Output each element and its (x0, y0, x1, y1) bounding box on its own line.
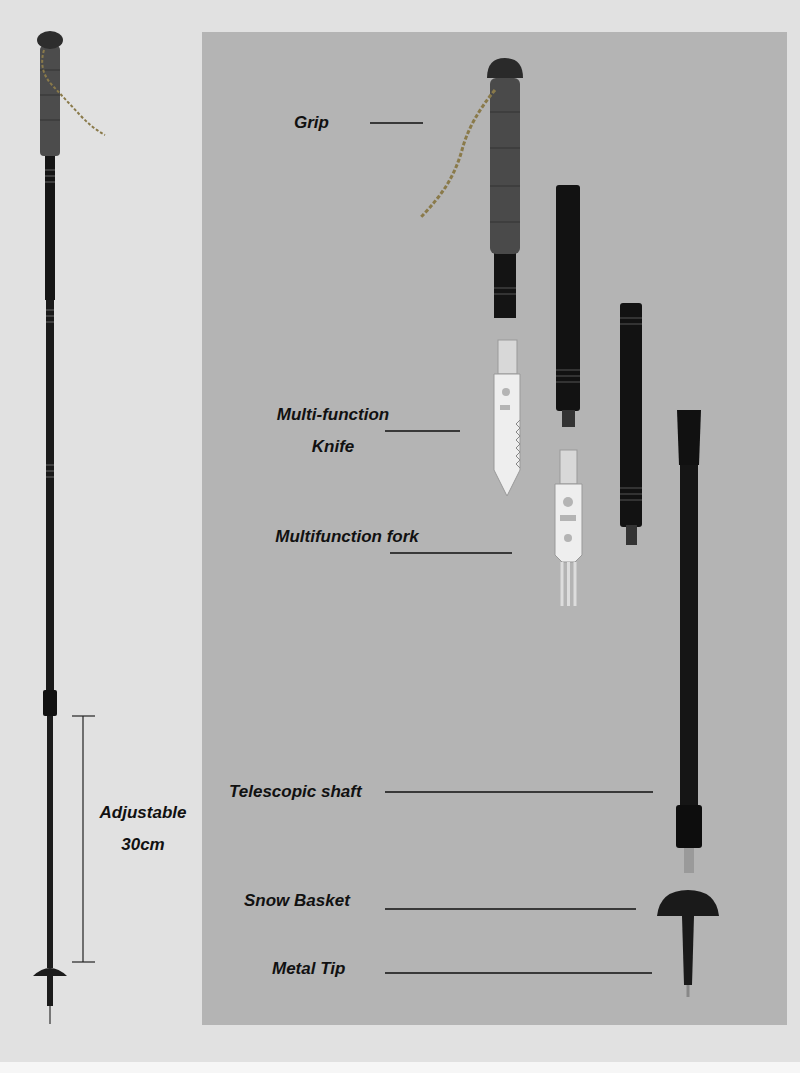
telescopic-shaft (676, 410, 702, 873)
grip-part (420, 58, 523, 318)
part-label: Multi-function Knife (258, 399, 408, 463)
bottom-strip (0, 1062, 800, 1073)
part-label: Multifunction fork (272, 521, 422, 553)
knife-part (494, 340, 520, 496)
middle-tube (620, 303, 642, 545)
part-label: Metal Tip (272, 953, 382, 985)
leader-lines (370, 123, 653, 973)
upper-tube (556, 185, 580, 427)
grey-panel (202, 32, 787, 1025)
part-label: Grip (294, 107, 364, 139)
part-label: Telescopic shaft (229, 776, 385, 808)
part-label: Snow Basket (244, 885, 384, 917)
dimension-bracket (72, 716, 95, 962)
assembled-pole (33, 31, 105, 1024)
part-label: Adjustable 30cm (88, 797, 198, 861)
basket-and-tip (657, 890, 719, 997)
fork-part (555, 450, 582, 606)
